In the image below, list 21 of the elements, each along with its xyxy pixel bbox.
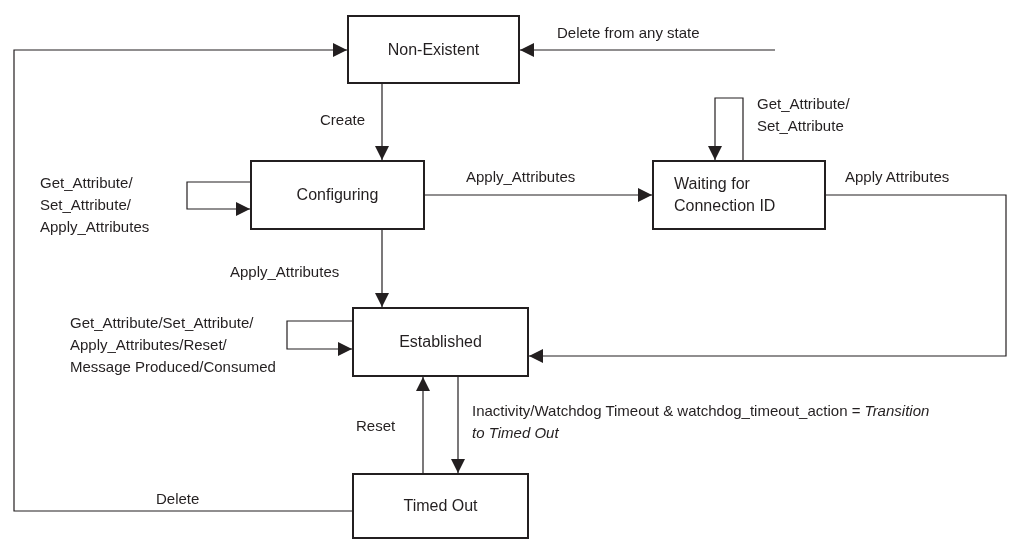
arrow — [424, 188, 653, 202]
arrow — [286, 320, 353, 356]
arrow — [375, 229, 389, 308]
state-box — [250, 160, 425, 230]
arrow — [451, 376, 465, 474]
arrow — [708, 97, 744, 161]
state-box — [352, 307, 529, 377]
state-box — [347, 15, 520, 84]
arrow — [519, 43, 776, 57]
state-box — [352, 473, 529, 539]
arrow — [13, 43, 353, 512]
state-name: Non-Existent — [387, 39, 480, 60]
state-name: Timed Out — [403, 496, 478, 517]
state-name: Configuring — [296, 185, 379, 206]
arrow — [186, 181, 251, 216]
state-box — [652, 160, 826, 230]
arrow — [375, 83, 389, 161]
arrow — [416, 376, 430, 474]
state-name: Waiting for Connection ID — [674, 174, 777, 216]
state-name: Established — [399, 332, 482, 353]
arrow — [528, 194, 1007, 363]
